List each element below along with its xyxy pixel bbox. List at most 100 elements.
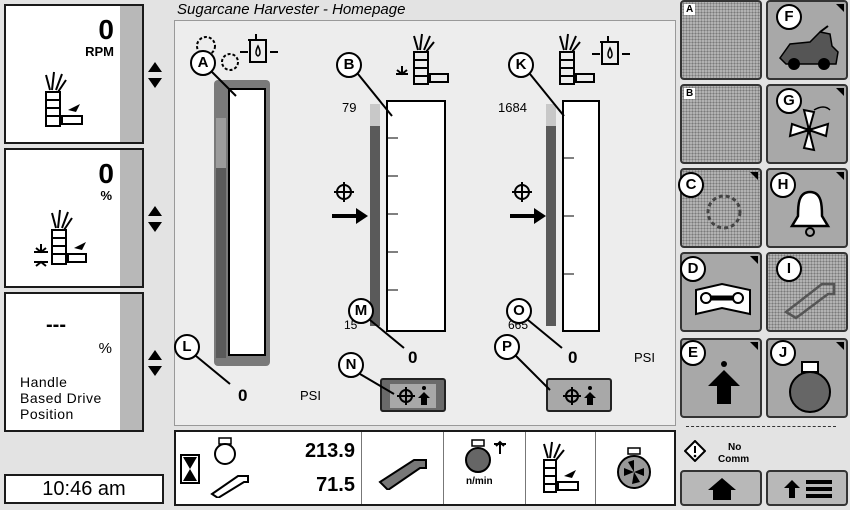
corner-indicator (750, 342, 758, 350)
gauge-b-scale-band (370, 104, 380, 126)
softkey-b[interactable]: B (680, 84, 762, 164)
rpm-label: n/min (466, 476, 493, 487)
page-title: Sugarcane Harvester - Homepage (177, 1, 406, 18)
menu-button[interactable] (766, 470, 848, 506)
engine-icon (789, 361, 831, 413)
gauge-a-unit: PSI (300, 388, 321, 403)
cane-cell[interactable] (526, 432, 596, 504)
handle-drive-value: --- (46, 314, 66, 336)
target-arrow-icon (332, 182, 368, 224)
gear-outline-icon (706, 194, 742, 230)
engine-speed-cell[interactable]: n/min (444, 432, 526, 504)
callout-a: A (190, 50, 216, 76)
lever-icon (210, 475, 249, 498)
callout-e: E (680, 340, 706, 366)
manual-button[interactable] (680, 252, 762, 332)
callout-i: I (776, 256, 802, 282)
callout-k: K (508, 52, 534, 78)
percent-value: 0 (98, 158, 114, 189)
clock: 10:46 am (4, 474, 164, 504)
callout-h: H (770, 172, 796, 198)
gauge-b-target-button[interactable] (380, 378, 446, 412)
callout-g: G (776, 88, 802, 114)
home-icon (708, 478, 736, 500)
gauge-k-target-button[interactable] (546, 378, 612, 412)
gauge-k-scale-bar (546, 126, 556, 326)
bottom-values-cell: 213.9 71.5 (176, 432, 362, 504)
callout-a-leader (211, 71, 237, 97)
bottom-value-2: 71.5 (316, 474, 355, 496)
handle-drive-adjust-arrows[interactable] (146, 346, 164, 380)
callout-l-leader (195, 355, 231, 385)
gauge-k-unit: PSI (634, 350, 655, 365)
book-wrench-icon (695, 282, 751, 316)
lever-outline-icon (783, 282, 836, 320)
fan-button[interactable] (766, 84, 848, 164)
callout-o: O (506, 298, 532, 324)
gauge-b-top-label: 79 (342, 100, 357, 115)
bottom-value-1: 213.9 (304, 440, 355, 462)
gauge-b-scale-bar (370, 126, 380, 326)
cane-plant-icon (45, 71, 83, 127)
corner-indicator (836, 342, 844, 350)
gauge-b-value: 0 (408, 348, 418, 367)
panel-sidebar (120, 150, 142, 286)
bell-icon (789, 190, 831, 237)
harvester-icon (779, 25, 839, 70)
rpm-unit: RPM (85, 44, 114, 59)
handle-drive-unit: % (98, 340, 112, 357)
callout-n-leader (359, 373, 395, 395)
corner-indicator (836, 172, 844, 180)
callout-m-leader (369, 319, 405, 349)
percent-panel: 0 % (4, 148, 144, 288)
target-set-icon (390, 384, 436, 408)
cane-cut-icon (396, 33, 449, 85)
callout-d: D (680, 256, 706, 282)
up-menu-icon (784, 480, 832, 498)
callout-f: F (776, 4, 802, 30)
gauge-b-window (386, 100, 446, 332)
corner-indicator (750, 256, 758, 264)
softkey-a[interactable]: A (680, 0, 762, 80)
home-button[interactable] (680, 470, 762, 506)
callout-k-leader (529, 73, 565, 117)
status-dashes (686, 426, 836, 427)
callout-b: B (336, 52, 362, 78)
gauge-k-ticks (562, 157, 574, 275)
panel-sidebar (120, 6, 142, 142)
gauge-k-scale-band (546, 104, 556, 126)
fan-cell[interactable] (596, 432, 674, 504)
gauge-a-value: 0 (238, 386, 248, 405)
callout-c: C (678, 172, 704, 198)
warning-diamond-icon (684, 440, 706, 462)
cane-cut-icon (559, 33, 630, 85)
no-comm-line1: No (728, 442, 742, 453)
callout-j: J (770, 340, 796, 366)
callout-m: M (348, 298, 374, 324)
softkey-b-tag: B (684, 88, 696, 99)
callout-p: P (494, 334, 520, 360)
target-set-icon (563, 386, 596, 405)
gauge-b-ticks (386, 137, 398, 291)
handle-drive-panel: --- % Handle Based Drive Position (4, 292, 144, 432)
gauge-a-bar (216, 118, 226, 168)
callout-o-leader (527, 319, 563, 349)
raise-arrow-icon (708, 361, 740, 404)
fuel-engine-icon (214, 437, 236, 465)
fan-blade-icon (788, 106, 831, 152)
corner-indicator (750, 172, 758, 180)
no-comm-line2: Comm (718, 454, 750, 465)
cane-height-icon (34, 209, 87, 267)
percent-unit: % (100, 188, 112, 203)
percent-adjust-arrows[interactable] (146, 202, 164, 236)
gauge-k-top-label: 1684 (498, 100, 527, 115)
lever-icon (378, 459, 427, 490)
gauge-k-value: 0 (568, 348, 578, 367)
gear-pump-icon (196, 34, 278, 71)
lever-cell[interactable] (362, 432, 444, 504)
engine-speed-icon (465, 439, 506, 473)
callout-l: L (174, 334, 200, 360)
bottom-status-bar: 213.9 71.5 n/min (174, 430, 676, 506)
rpm-adjust-arrows[interactable] (146, 58, 164, 92)
panel-sidebar (120, 294, 142, 430)
